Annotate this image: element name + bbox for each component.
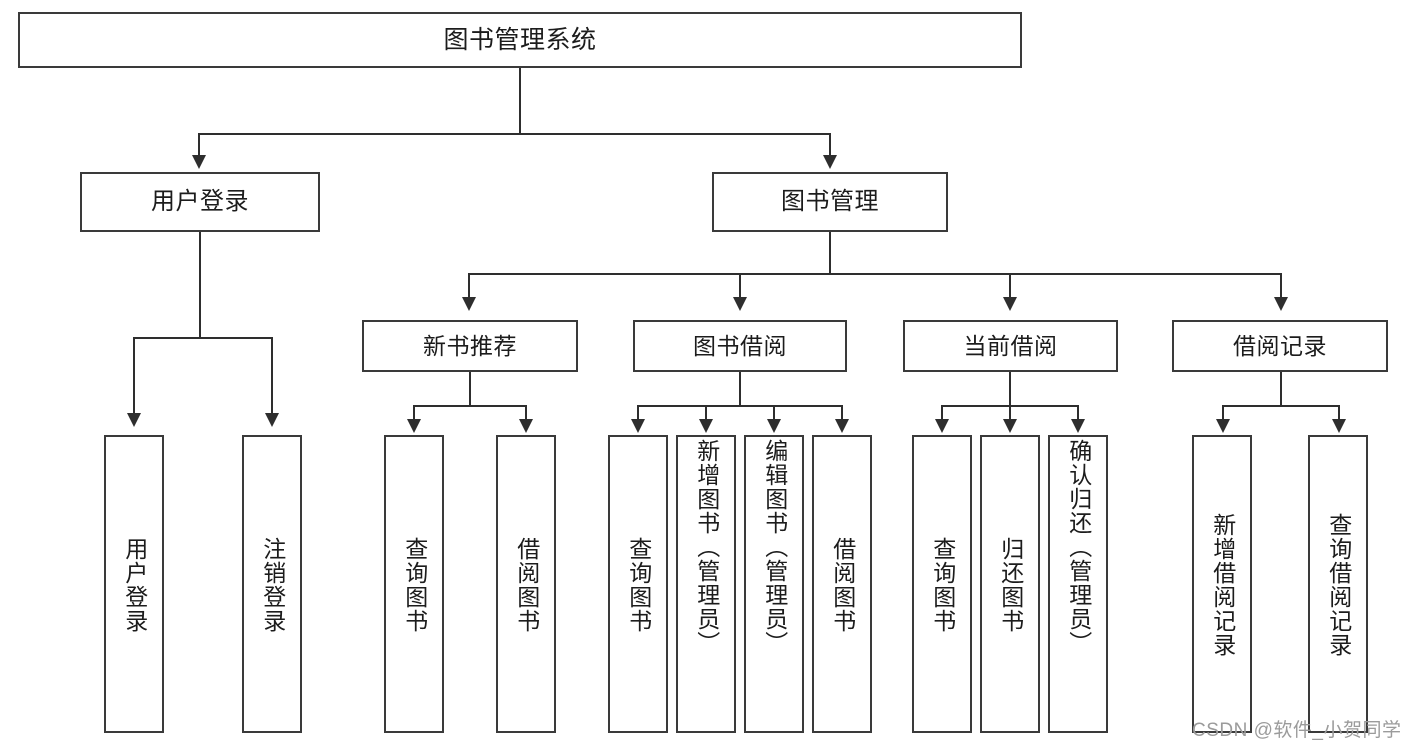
node-label: 确认归还（管理员） [1065, 439, 1092, 655]
connector-root-stem [519, 68, 521, 134]
connector-user-bus [133, 337, 273, 339]
leaf-confirm-return-admin[interactable]: 确认归还（管理员） [1048, 435, 1108, 733]
node-label: 查询图书 [401, 537, 428, 633]
connector-borrow-to-leaf1 [637, 405, 639, 421]
connector-user-to-leaf2 [271, 337, 273, 415]
connector-user-to-leaf1 [133, 337, 135, 415]
arrowhead-user-to-leaf2 [265, 413, 279, 427]
node-label: 新增借阅记录 [1209, 513, 1236, 657]
connector-root-to-book [829, 133, 831, 157]
arrowhead-root-to-user [192, 155, 206, 169]
node-root-system[interactable]: 图书管理系统 [18, 12, 1022, 68]
arrowhead-current-to-leaf2 [1003, 419, 1017, 433]
connector-borrow-stem [739, 372, 741, 406]
arrowhead-borrow-to-leaf2 [699, 419, 713, 433]
arrowhead-borrow-to-leaf3 [767, 419, 781, 433]
connector-book-to-current [1009, 273, 1011, 299]
arrowhead-current-to-leaf3 [1071, 419, 1085, 433]
leaf-query-book-current[interactable]: 查询图书 [912, 435, 972, 733]
leaf-borrow-book-recommend[interactable]: 借阅图书 [496, 435, 556, 733]
node-borrow-record[interactable]: 借阅记录 [1172, 320, 1388, 372]
connector-root-to-user [198, 133, 200, 157]
connector-book-bus [468, 273, 1280, 275]
node-book-borrow[interactable]: 图书借阅 [633, 320, 847, 372]
node-label: 图书管理系统 [443, 25, 597, 54]
node-new-book-recommend[interactable]: 新书推荐 [362, 320, 578, 372]
connector-borrow-to-leaf2 [705, 405, 707, 421]
connector-newbook-to-leaf2 [525, 405, 527, 421]
connector-borrow-bus [637, 405, 843, 407]
connector-newbook-stem [469, 372, 471, 406]
connector-record-stem [1280, 372, 1282, 406]
leaf-logout[interactable]: 注销登录 [242, 435, 302, 733]
node-label: 注销登录 [259, 537, 286, 633]
arrowhead-newbook-to-leaf1 [407, 419, 421, 433]
arrowhead-borrow-to-leaf1 [631, 419, 645, 433]
leaf-query-book[interactable]: 查询图书 [608, 435, 668, 733]
connector-book-to-borrow [739, 273, 741, 299]
leaf-query-borrow-record[interactable]: 查询借阅记录 [1308, 435, 1368, 733]
leaf-borrow-book[interactable]: 借阅图书 [812, 435, 872, 733]
leaf-edit-book-admin[interactable]: 编辑图书（管理员） [744, 435, 804, 733]
node-label: 借阅图书 [513, 537, 540, 633]
node-label: 图书借阅 [693, 332, 787, 359]
leaf-return-book[interactable]: 归还图书 [980, 435, 1040, 733]
connector-newbook-to-leaf1 [413, 405, 415, 421]
arrowhead-newbook-to-leaf2 [519, 419, 533, 433]
node-label: 查询图书 [929, 537, 956, 633]
node-label: 查询图书 [625, 537, 652, 633]
node-label: 当前借阅 [963, 332, 1058, 359]
arrowhead-borrow-to-leaf4 [835, 419, 849, 433]
node-label: 用户登录 [151, 188, 249, 216]
arrowhead-record-to-leaf2 [1332, 419, 1346, 433]
leaf-query-book-recommend[interactable]: 查询图书 [384, 435, 444, 733]
node-label: 用户登录 [121, 537, 148, 633]
node-book-management[interactable]: 图书管理 [712, 172, 948, 232]
node-label: 新增图书（管理员） [693, 439, 720, 655]
connector-user-stem [199, 232, 201, 338]
arrowhead-record-to-leaf1 [1216, 419, 1230, 433]
arrowhead-user-to-leaf1 [127, 413, 141, 427]
connector-borrow-to-leaf4 [841, 405, 843, 421]
connector-current-to-leaf1 [941, 405, 943, 421]
arrowhead-root-to-book [823, 155, 837, 169]
connector-record-bus [1222, 405, 1340, 407]
node-label: 归还图书 [997, 537, 1024, 633]
leaf-add-borrow-record[interactable]: 新增借阅记录 [1192, 435, 1252, 733]
connector-current-to-leaf3 [1077, 405, 1079, 421]
arrowhead-current-to-leaf1 [935, 419, 949, 433]
node-label: 查询借阅记录 [1325, 513, 1352, 657]
node-label: 图书管理 [781, 188, 879, 216]
connector-root-bus [198, 133, 831, 135]
arrowhead-book-to-newbook [462, 297, 476, 311]
node-label: 借阅图书 [829, 537, 856, 633]
connector-book-stem [829, 232, 831, 274]
leaf-add-book-admin[interactable]: 新增图书（管理员） [676, 435, 736, 733]
node-user-login[interactable]: 用户登录 [80, 172, 320, 232]
connector-book-to-record [1280, 273, 1282, 299]
connector-record-to-leaf1 [1222, 405, 1224, 421]
connector-current-stem [1009, 372, 1011, 406]
connector-borrow-to-leaf3 [773, 405, 775, 421]
node-label: 编辑图书（管理员） [761, 439, 788, 655]
connector-newbook-bus [413, 405, 527, 407]
arrowhead-book-to-record [1274, 297, 1288, 311]
leaf-user-login[interactable]: 用户登录 [104, 435, 164, 733]
arrowhead-book-to-borrow [733, 297, 747, 311]
connector-book-to-newbook [468, 273, 470, 299]
node-label: 新书推荐 [423, 332, 517, 359]
connector-current-to-leaf2 [1009, 405, 1011, 421]
connector-record-to-leaf2 [1338, 405, 1340, 421]
node-label: 借阅记录 [1233, 332, 1327, 359]
arrowhead-book-to-current [1003, 297, 1017, 311]
node-current-borrow[interactable]: 当前借阅 [903, 320, 1118, 372]
